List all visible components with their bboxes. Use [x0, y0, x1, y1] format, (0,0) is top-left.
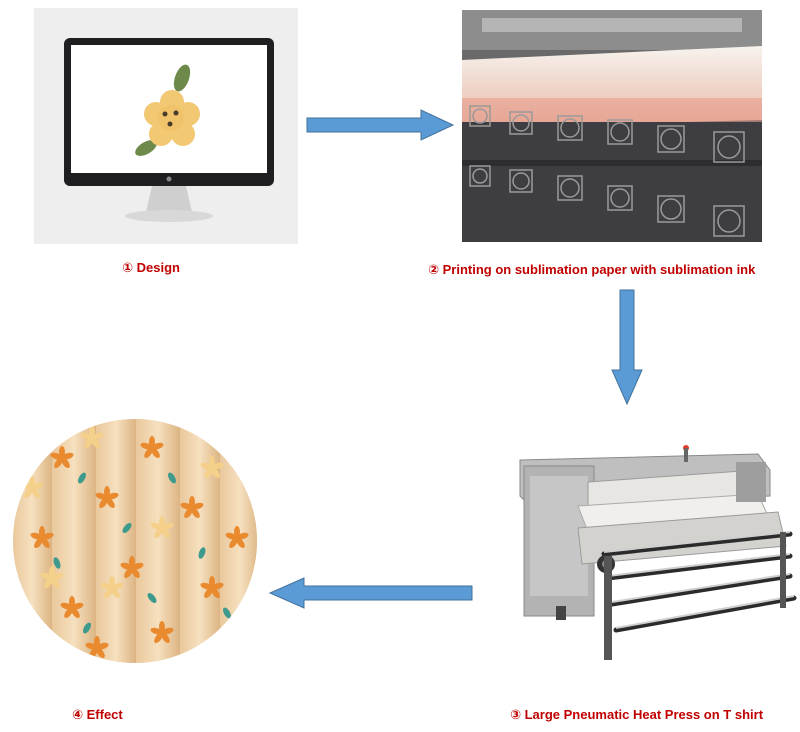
flower-icon	[135, 64, 200, 156]
step-4-label: ④ Effect	[72, 707, 123, 722]
arrow-down-icon	[610, 288, 644, 406]
design-image	[34, 8, 298, 244]
step-1-label: ① Design	[122, 260, 180, 275]
effect-image	[12, 418, 258, 664]
arrow-right-icon	[305, 108, 455, 142]
step-2-label: ② Printing on sublimation paper with sub…	[428, 262, 756, 277]
arrow-left-icon	[268, 576, 474, 610]
heat-press-image	[508, 436, 798, 668]
printer-image	[462, 10, 762, 242]
step-3-label: ③ Large Pneumatic Heat Press on T shirt	[510, 707, 764, 722]
